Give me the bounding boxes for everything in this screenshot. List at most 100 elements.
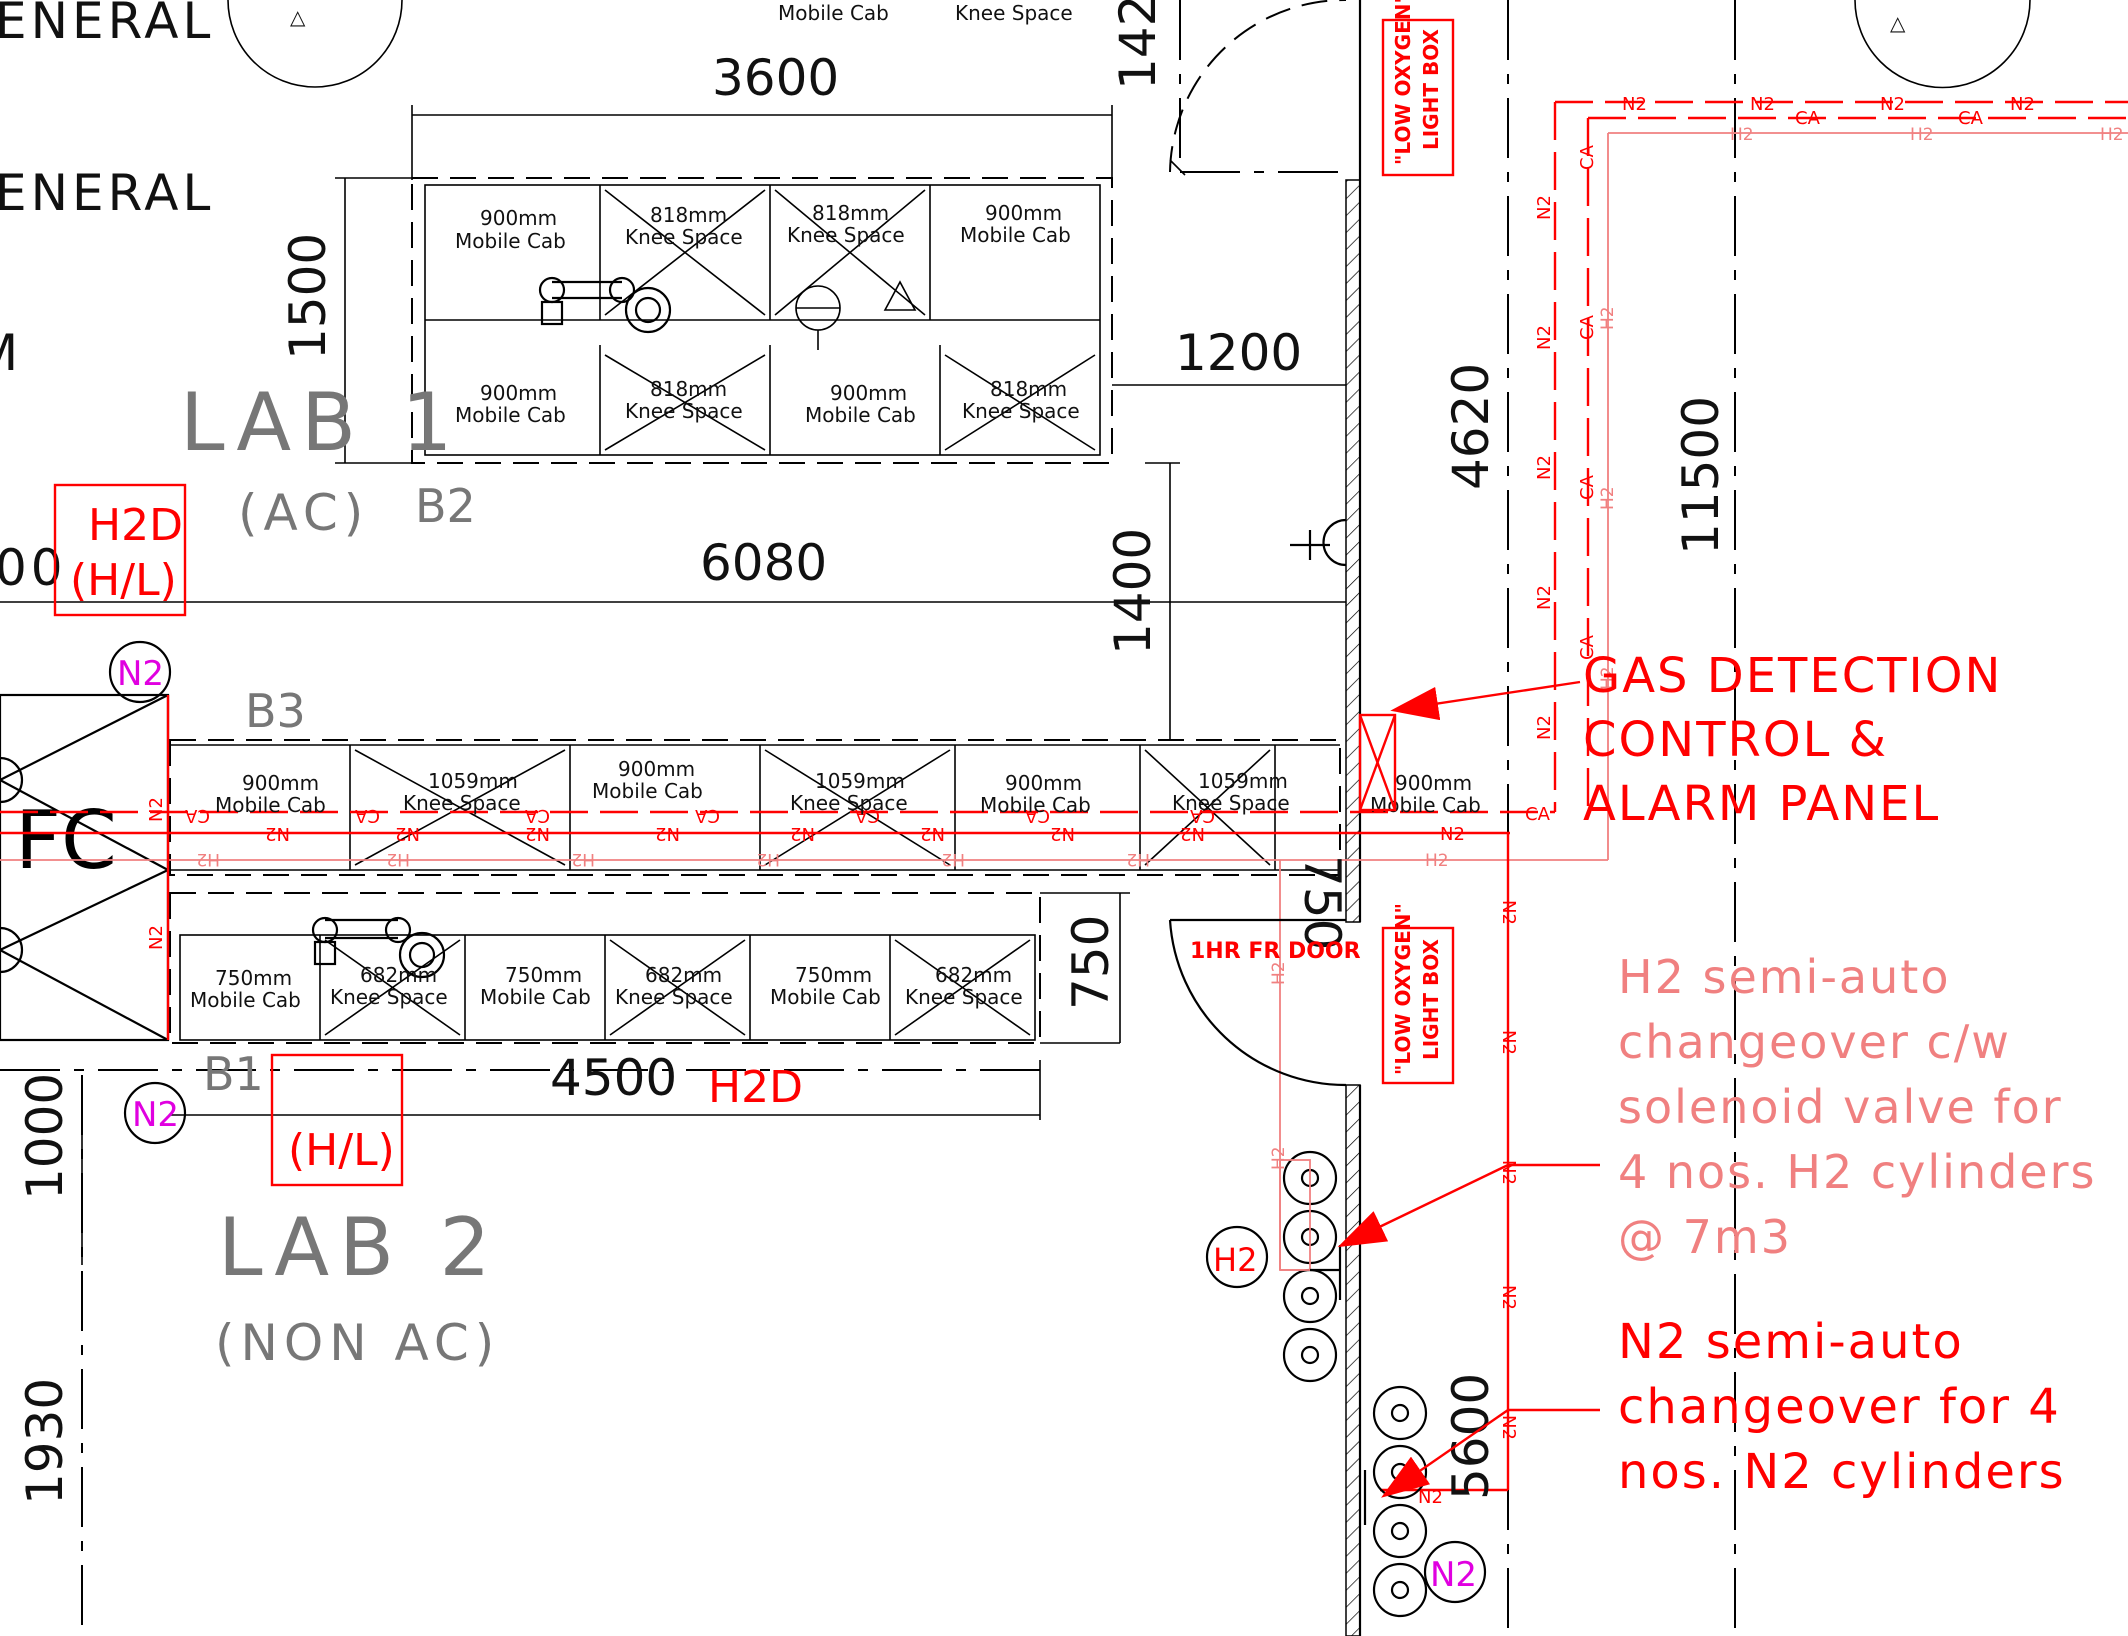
svg-text:N2: N2 [1050, 823, 1075, 844]
svg-text:@ 7m3: @ 7m3 [1618, 1210, 1792, 1264]
dim-1000: 1000 [16, 1073, 74, 1200]
bench-b1 [169, 892, 1041, 1044]
sink-fixture-b1 [311, 916, 446, 979]
svg-text:"LOW OXYGEN": "LOW OXYGEN" [1391, 903, 1415, 1075]
lab1-name: LAB 1 [180, 376, 462, 469]
svg-text:H2: H2 [1598, 666, 1618, 690]
dim-1400: 1400 [1104, 528, 1162, 655]
svg-text:Knee Space: Knee Space [962, 399, 1080, 423]
svg-text:N2: N2 [117, 654, 164, 694]
h2-cylinders [1279, 1150, 1342, 1383]
svg-text:900mm: 900mm [985, 201, 1062, 225]
dim-1500: 1500 [279, 233, 337, 360]
svg-text:solenoid valve for: solenoid valve for [1618, 1080, 2063, 1134]
svg-text:CA: CA [184, 805, 210, 826]
svg-text:(H/L): (H/L) [288, 1125, 395, 1176]
door-label: 1HR FR DOOR [1190, 939, 1361, 964]
svg-text:818mm: 818mm [990, 377, 1067, 401]
general-label-top: ENERAL [0, 0, 214, 50]
svg-text:CA: CA [1577, 474, 1598, 500]
svg-text:Knee Space: Knee Space [790, 791, 908, 815]
svg-text:H2: H2 [1598, 486, 1618, 510]
svg-text:H2: H2 [1425, 851, 1449, 871]
svg-text:Knee Space: Knee Space [625, 225, 743, 249]
svg-text:900mm: 900mm [1005, 771, 1082, 795]
svg-text:N2: N2 [1880, 94, 1905, 115]
gas-tags: N2 N2 N2 N2 CA CA H2 H2 H2 N2 N2 N2 N2 N… [146, 94, 2124, 1508]
svg-text:H2: H2 [1126, 849, 1150, 869]
svg-text:900mm: 900mm [242, 771, 319, 795]
svg-text:N2: N2 [1534, 325, 1555, 350]
svg-text:Mobile Cab: Mobile Cab [980, 793, 1091, 817]
svg-text:H2: H2 [1269, 1146, 1289, 1170]
svg-text:△: △ [1890, 11, 1906, 35]
svg-text:CONTROL &: CONTROL & [1583, 712, 1888, 768]
svg-text:Mobile Cab: Mobile Cab [778, 1, 889, 25]
edge-label-m: M [0, 324, 22, 382]
svg-text:818mm: 818mm [650, 377, 727, 401]
svg-text:H2: H2 [1213, 1241, 1257, 1279]
svg-text:nos. N2 cylinders: nos. N2 cylinders [1618, 1444, 2066, 1500]
svg-text:N2: N2 [1440, 824, 1465, 845]
h2-circle-tag: H2 [1205, 1225, 1269, 1289]
bench-label-b3: B3 [245, 684, 306, 738]
svg-text:1059mm: 1059mm [428, 769, 518, 793]
svg-text:Knee Space: Knee Space [625, 399, 743, 423]
svg-text:Knee Space: Knee Space [403, 791, 521, 815]
svg-text:N2: N2 [920, 823, 945, 844]
svg-text:Knee Space: Knee Space [330, 985, 448, 1009]
bench-label-b2: B2 [415, 479, 476, 533]
svg-text:H2: H2 [1598, 306, 1618, 330]
dim-750-rotated: 750 [1293, 855, 1351, 950]
gas-pipework [0, 100, 2128, 1492]
svg-text:N2: N2 [1180, 823, 1205, 844]
note-h2-changeover: H2 semi-auto changeover c/w solenoid val… [1618, 950, 2096, 1264]
dim-11500: 11500 [1672, 396, 1730, 555]
svg-text:CA: CA [1958, 108, 1984, 129]
svg-text:N2: N2 [1498, 1285, 1519, 1310]
svg-text:N2: N2 [265, 823, 290, 844]
svg-text:Mobile Cab: Mobile Cab [770, 985, 881, 1009]
svg-text:H2: H2 [1269, 961, 1289, 985]
door-swing-top [1169, 0, 1346, 176]
svg-text:Mobile Cab: Mobile Cab [455, 403, 566, 427]
lab1-sub: (AC) [238, 484, 369, 542]
svg-text:682mm: 682mm [360, 963, 437, 987]
svg-text:900mm: 900mm [480, 206, 557, 230]
svg-text:CA: CA [354, 805, 380, 826]
dim-6080: 6080 [700, 534, 827, 592]
svg-text:CA: CA [1577, 634, 1598, 660]
svg-text:N2: N2 [1498, 1030, 1519, 1055]
svg-text:CA: CA [694, 805, 720, 826]
svg-text:H2: H2 [756, 849, 780, 869]
svg-text:Mobile Cab: Mobile Cab [215, 793, 326, 817]
lab2-name: LAB 2 [218, 1201, 500, 1294]
svg-text:H2 semi-auto: H2 semi-auto [1618, 950, 1950, 1004]
svg-text:N2: N2 [1534, 455, 1555, 480]
fume-cupboard: FC [0, 693, 170, 1042]
svg-text:818mm: 818mm [812, 201, 889, 225]
svg-text:682mm: 682mm [935, 963, 1012, 987]
svg-text:Mobile Cab: Mobile Cab [960, 223, 1071, 247]
svg-text:CA: CA [854, 805, 880, 826]
svg-text:682mm: 682mm [645, 963, 722, 987]
svg-text:CA: CA [1189, 805, 1215, 826]
svg-text:4 nos. H2 cylinders: 4 nos. H2 cylinders [1618, 1145, 2096, 1199]
edge-label-00: 00 [0, 539, 67, 597]
svg-text:900mm: 900mm [480, 381, 557, 405]
bench-label-b1: B1 [203, 1047, 264, 1101]
dimension-lines [81, 105, 1346, 1265]
dim-3600: 3600 [712, 49, 839, 107]
svg-text:N2: N2 [146, 925, 167, 950]
svg-text:900mm: 900mm [618, 757, 695, 781]
svg-text:N2: N2 [2010, 94, 2035, 115]
svg-text:H2: H2 [2100, 125, 2124, 145]
note-gas-panel: GAS DETECTION CONTROL & ALARM PANEL [1583, 648, 2000, 832]
svg-text:N2: N2 [146, 797, 167, 822]
svg-text:N2: N2 [1534, 195, 1555, 220]
svg-text:△: △ [290, 5, 306, 29]
svg-text:H2: H2 [386, 849, 410, 869]
svg-text:N2: N2 [1498, 1160, 1519, 1185]
leader-arrows [1337, 1163, 1600, 1498]
svg-text:LIGHT BOX: LIGHT BOX [1419, 29, 1443, 150]
